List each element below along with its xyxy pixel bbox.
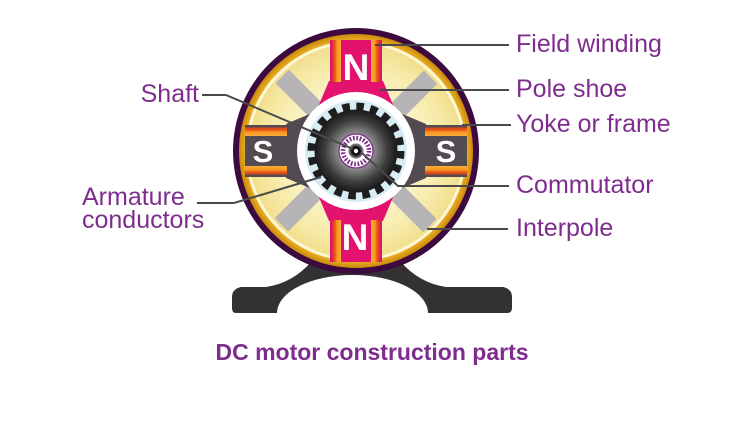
label-interpole: Interpole [516,214,614,242]
commutator-segments [340,135,372,167]
label-shaft: Shaft [140,80,199,108]
pole-letter-top: N [343,47,370,88]
pole-letter-bottom: N [342,217,369,258]
leader-shaft [202,94,354,150]
label-armature-conductors: Armature conductors [82,183,205,234]
pole-letter-right: S [436,134,457,169]
label-pole-shoe: Pole shoe [516,75,628,103]
label-commutator: Commutator [516,171,654,199]
leader-commutator [361,152,509,187]
leader-lines [197,44,511,230]
motor-base-stand [232,261,512,313]
interpoles [275,70,437,232]
shaft-center-dot [353,148,359,154]
label-yoke-or-frame: Yoke or frame [516,110,671,138]
diagram-title: DC motor construction parts [215,339,529,365]
pole-letter-left: S [253,134,274,169]
label-field-winding: Field winding [516,30,662,58]
armature-teeth [307,102,405,200]
leader-armature [197,176,322,204]
